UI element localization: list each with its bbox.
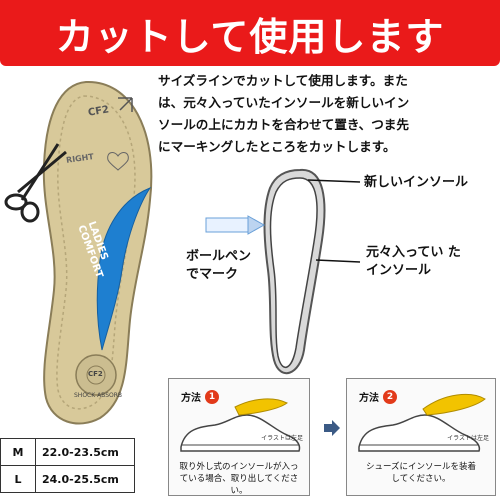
step-1-line-1: 取り外し式のインソールが入っ [179, 462, 299, 472]
header-banner: カットして使用します [0, 0, 500, 66]
next-arrow-icon [324, 420, 340, 436]
original-insole-label: 元々入ってい た インソール [366, 244, 461, 280]
new-insole-label: 新しいインソール [364, 175, 469, 190]
shoe-icon [180, 398, 301, 452]
size-cell: M [0, 438, 36, 466]
step-1-note: イラストは左足 [261, 435, 303, 442]
insole-graphic [42, 80, 153, 425]
step-2-title: 方法 2 [359, 389, 397, 404]
overlay-diagram [200, 160, 380, 390]
step-1-panel: 方法 1 イラストは左足 取り外し式のインソールが入っ ている場合、取り出してく… [168, 378, 310, 496]
instruction-line-2: は、元々入っていたインソールを新しいイン [158, 95, 410, 110]
step-2-note: イラストは左足 [447, 435, 489, 442]
instruction-line-3: ソールの上にカカトを合わせて置き、つま先 [158, 117, 409, 132]
insole-illustration: CF2 RIGHT LADIES COMFORT CF2 SHOCK ABSOR… [0, 70, 170, 430]
pen-line-2: でマーク [186, 267, 239, 282]
step-2-line-1: シューズにインソールを装着 [365, 462, 477, 472]
size-table: M 22.0-23.5cm L 24.0-25.5cm [0, 438, 135, 493]
step-2-number: 2 [383, 389, 397, 404]
step-1-label: 方法 [181, 393, 201, 404]
scissors-icon [4, 143, 67, 223]
table-row: M 22.0-23.5cm [0, 438, 135, 466]
instruction-text: サイズラインでカットして使用します。また は、元々入っていたインソールを新しいイ… [158, 70, 496, 158]
heel-code: CF2 [88, 370, 103, 378]
size-cell: L [0, 465, 36, 493]
step-2-text: シューズにインソールを装着 してください。 [353, 461, 489, 485]
original-line-2: インソール [366, 263, 432, 278]
shoe-with-insole-icon [358, 393, 486, 452]
pen-line-1: ボールペン [186, 249, 252, 264]
pen-mark-label: ボールペン でマーク [186, 248, 251, 284]
step-1-line-2: ている場合、取り出してください。 [179, 474, 299, 496]
step-1-text: 取り外し式のインソールが入っ ている場合、取り出してください。 [175, 461, 303, 497]
instruction-line-4: にマーキングしたところをカットします。 [158, 139, 396, 154]
step-2-label: 方法 [359, 393, 379, 404]
instruction-line-1: サイズラインでカットして使用します。また [158, 73, 408, 88]
table-row: L 24.0-25.5cm [0, 465, 135, 493]
step-1-number: 1 [205, 389, 219, 404]
step-2-panel: 方法 2 イラストは左足 シューズにインソールを装着 してください。 [346, 378, 496, 496]
banner-title: カットして使用します [55, 14, 445, 59]
heel-text: SHOCK ABSORB [74, 392, 123, 399]
step-1-title: 方法 1 [181, 389, 219, 404]
overlay-graphic [205, 168, 361, 375]
original-line-1: 元々入ってい た [366, 245, 461, 260]
step-2-line-2: してください。 [391, 474, 451, 484]
range-cell: 22.0-23.5cm [35, 438, 135, 466]
range-cell: 24.0-25.5cm [35, 465, 135, 493]
